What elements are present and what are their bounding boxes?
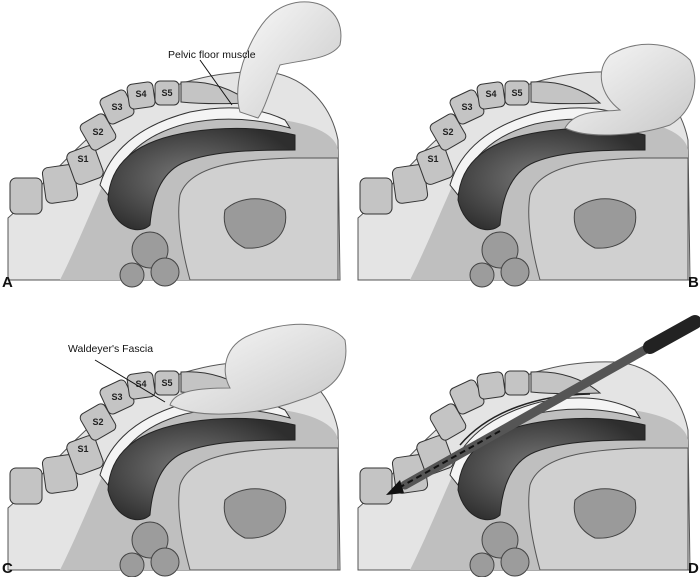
vertebra-label: S3	[111, 392, 122, 402]
curled-hand	[564, 43, 696, 136]
panel-d: D	[357, 315, 700, 577]
vertebra-label: S2	[92, 127, 103, 137]
vertebra-label: S5	[161, 378, 172, 388]
instrument-handle	[643, 315, 700, 354]
panel-b: S1 S2 S3 S4 S5 B	[357, 43, 699, 291]
pointing-hand	[237, 1, 342, 119]
arrowhead-icon	[386, 480, 404, 495]
vertebra-label: S4	[485, 89, 496, 99]
inserted-hand	[169, 323, 347, 415]
vertebra-label: S5	[511, 88, 522, 98]
panel-letter-b: B	[688, 274, 699, 291]
callout-pelvic-floor-muscle: Pelvic floor muscle	[168, 49, 256, 61]
vertebra-label: S1	[77, 154, 88, 164]
vertebra-label: S2	[442, 127, 453, 137]
panel-letter-c: C	[2, 560, 13, 577]
vertebra-label: S5	[161, 88, 172, 98]
vertebra-label: S1	[427, 154, 438, 164]
callout-line	[94, 359, 166, 403]
vertebra-label: S2	[92, 417, 103, 427]
vertebra-label: S1	[77, 444, 88, 454]
callout-waldeyers-fascia: Waldeyer's Fascia	[68, 343, 153, 355]
panel-c: Waldeyer's Fascia S1 S2 S3 S4 S5 C	[2, 323, 347, 577]
panel-letter-d: D	[688, 560, 699, 577]
panel-a: Pelvic floor muscle S1 S2 S3 S4 S5 A	[2, 1, 342, 291]
vertebra-label: S4	[135, 89, 146, 99]
instrument-shaft	[400, 325, 685, 490]
dissection-direction-arrow	[394, 430, 501, 491]
callout-line	[199, 59, 233, 106]
vertebra-label: S4	[135, 379, 146, 389]
panel-letter-a: A	[2, 274, 13, 291]
vertebra-label: S3	[461, 102, 472, 112]
vertebra-label: S3	[111, 102, 122, 112]
